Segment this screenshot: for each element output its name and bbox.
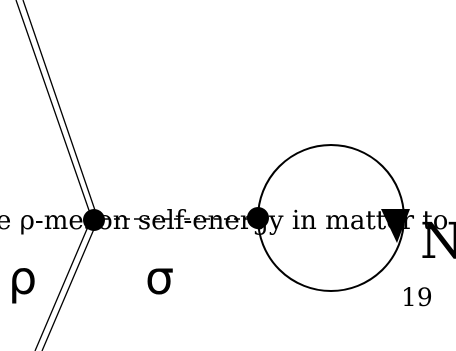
caption-text-fragment: e ρ-meson self-energy in matter to bbox=[0, 206, 448, 236]
page-number: 19 bbox=[401, 283, 433, 312]
rho-sigma-vertex bbox=[83, 209, 105, 231]
rho-meson-line-lower bbox=[34, 221, 98, 351]
sigma-nucleon-vertex bbox=[247, 207, 269, 229]
nucleon-loop-arrow-icon bbox=[381, 209, 410, 243]
sigma-label: σ bbox=[145, 251, 174, 305]
rho-meson-line-upper bbox=[15, 0, 99, 220]
rho-label: ρ bbox=[8, 251, 37, 305]
nucleon-label: N bbox=[420, 212, 456, 270]
